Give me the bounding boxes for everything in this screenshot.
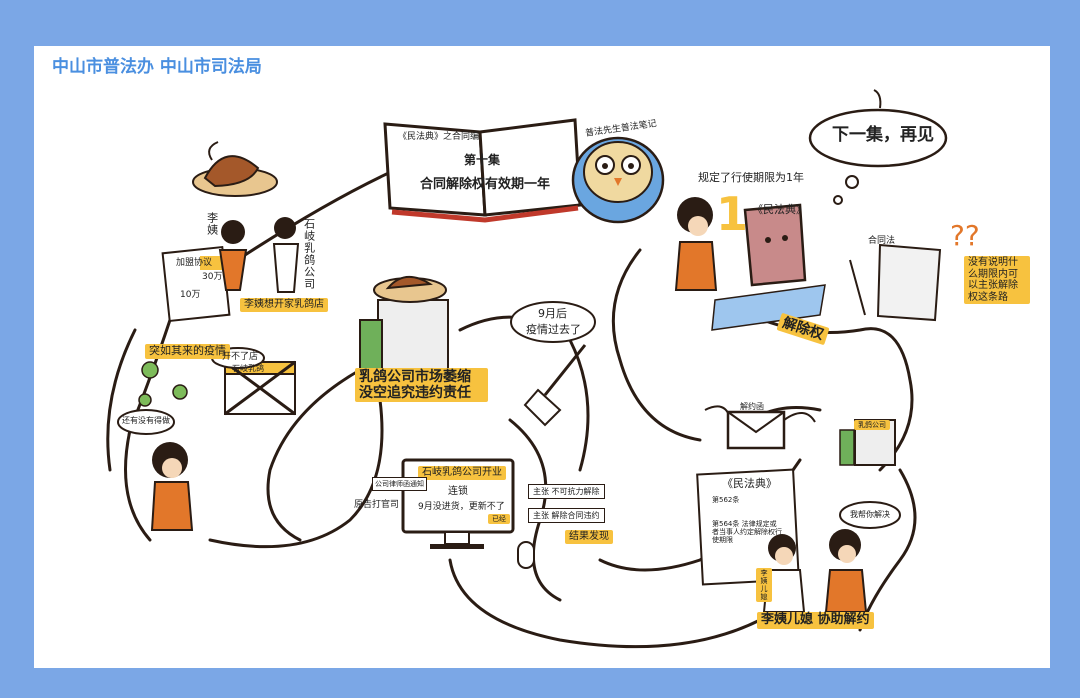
lawyer-caption: 原告打官司 (354, 500, 400, 510)
monitor-tag: 已经 (488, 514, 510, 525)
company-caption: 乳鸽公司市场萎缩没空追究违约责任 (355, 368, 488, 403)
speech-bubbles (117, 301, 901, 529)
law-book-label: 《民法典》 (752, 203, 807, 216)
contract-law-book-icon: ?? (849, 219, 980, 322)
next-episode-bubble (808, 89, 948, 205)
book-episode: 第十集 (464, 153, 501, 167)
envelope-icon (704, 405, 816, 450)
doc-fee: 10万 (180, 290, 201, 300)
lawyer-note: 公司律师函通知 (372, 477, 427, 492)
epidemic-caption: 突如其来的疫情 (145, 344, 230, 359)
mouse-icon (517, 541, 535, 569)
pigeon-dish-icon (192, 141, 278, 197)
civil-code-book-icon (743, 203, 807, 287)
findings-caption: 结果发现 (565, 530, 613, 544)
title-book (383, 118, 582, 223)
civil-code-title: 《民法典》 (722, 477, 777, 490)
next-episode-text: 下一集，再见 (832, 125, 934, 145)
helper-tag: 李姨儿媳 (756, 568, 773, 602)
helpers-caption: 李姨儿媳 协助解约 (757, 612, 874, 629)
closed-shop-icon (224, 360, 296, 416)
helper-bubble: 我帮你解决 (850, 510, 890, 519)
after-caption: 疫情过去了 (526, 323, 581, 336)
broom-icon (523, 344, 587, 427)
civil-code-line1: 第562条 (712, 496, 740, 504)
scene-contract-caption: 李姨想开家乳鸽店 (240, 298, 328, 312)
contract-law-question: 没有说明什么期限内可以主张解除权这条路 (964, 256, 1030, 304)
civil-code-line2: 第564条 法律规定或者当事人约定解除权行使期限 (712, 520, 782, 545)
owl-mascot (571, 136, 665, 224)
masked-woman-figure (150, 442, 194, 531)
monitor-note-b: 9月没进货，更新不了 (418, 502, 505, 512)
book-theme: 合同解除权有效期一年 (420, 177, 551, 192)
letter-label: 解约函 (740, 402, 764, 411)
header-title: 中山市普法办 中山市司法局 (52, 57, 262, 77)
monitor-note-a: 连锁 (448, 486, 468, 497)
after-date: 9月后 (538, 307, 567, 320)
law-number: 1 (716, 187, 749, 241)
law-rule: 规定了行使期限为1年 (698, 171, 804, 184)
contract-law-label: 合同法 (868, 236, 896, 246)
doc-title: 加盟协议 (176, 258, 213, 268)
finding-1: 主张 不可抗力解除 (528, 484, 605, 500)
doc-amount: 30万 (202, 272, 223, 282)
li-yi-figure-2 (824, 529, 868, 613)
lawyer-woman-figure (674, 197, 718, 291)
masked-woman-bubble: 还有没有得做 (122, 416, 170, 425)
virus-icon (138, 361, 188, 407)
person-company: 石岐乳鸽公司 (302, 218, 316, 290)
building-label: 乳鸽公司 (854, 420, 890, 431)
company-building-icon (359, 276, 449, 371)
svg-text:??: ?? (950, 219, 980, 252)
person-li-yi: 李姨 (205, 212, 219, 236)
ribbon-path (711, 284, 826, 331)
li-yi-figure (218, 220, 248, 291)
monitor-headline: 石岐乳鸽公司开业 (418, 466, 506, 480)
company-rep-figure (272, 217, 300, 293)
shop-note: 开不了店 (222, 352, 259, 362)
finding-2: 主张 解除合同违约 (528, 508, 605, 524)
shop-sign: 石岐乳鸽 (232, 364, 264, 373)
book-subtitle: 《民法典》之合同编 (398, 132, 480, 142)
